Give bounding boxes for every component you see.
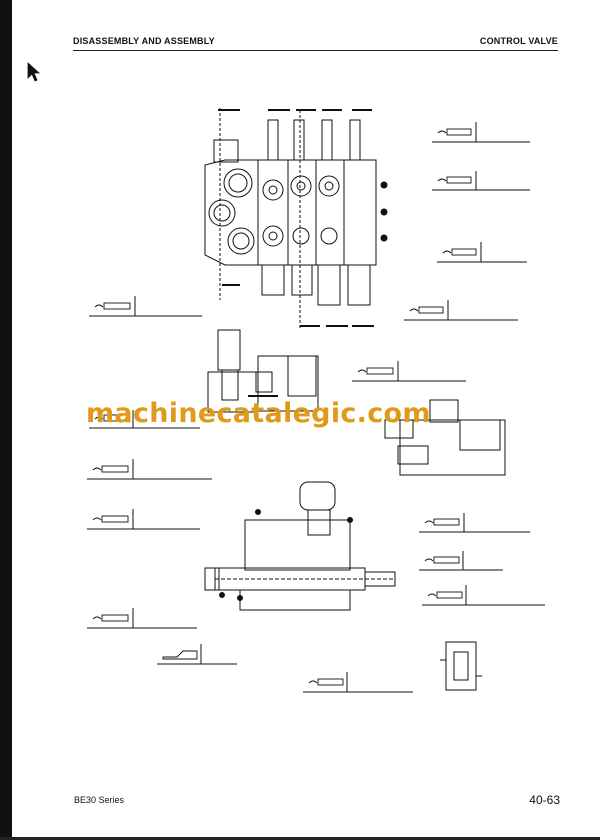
topic-title: CONTROL VALVE [479,36,558,46]
relief-valve-detail [384,399,506,476]
coil-detail [440,641,482,691]
torque-wrench-icon [92,128,477,686]
arrow-pointer-icon [27,62,41,82]
page-header: DISASSEMBLY AND ASSEMBLY CONTROL VALVE [73,36,558,51]
callout-box [87,122,545,693]
spool-cartridge-detail [207,329,319,413]
solenoid-valve-section [204,481,396,611]
page-left-edge [0,0,12,840]
section-title: DISASSEMBLY AND ASSEMBLY [73,36,215,46]
footer-series: BE30 Series [74,795,125,805]
watermark-text: machinecatalegic.com [86,398,431,429]
sealant-tube-icon [162,650,198,660]
valve-block-assembly [204,108,388,330]
page-bottom-edge [0,837,600,840]
page-number: 40-63 [529,793,560,807]
